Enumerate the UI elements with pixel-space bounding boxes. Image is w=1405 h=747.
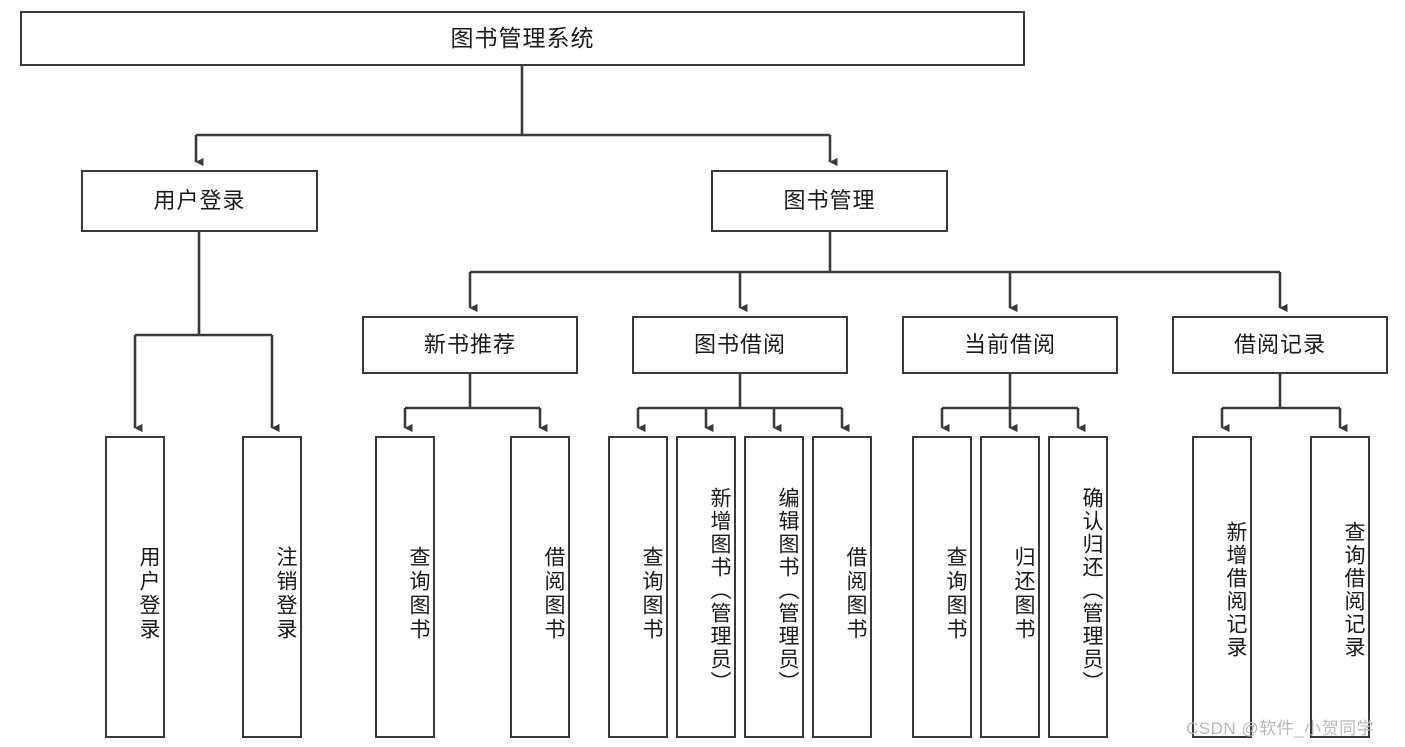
node-current-borrow[interactable]: 当前借阅	[902, 316, 1118, 374]
leaf-current-query-book[interactable]: 查询图书	[912, 436, 972, 738]
leaf-borrow-edit-book-admin[interactable]: 编辑图书（管理员）	[744, 436, 804, 738]
leaf-recommend-borrow-book[interactable]: 借阅图书	[510, 436, 570, 738]
leaf-borrow-add-book-admin[interactable]: 新增图书（管理员）	[676, 436, 736, 738]
node-new-book-recommend[interactable]: 新书推荐	[362, 316, 578, 374]
node-user-login[interactable]: 用户登录	[81, 170, 318, 232]
leaf-current-confirm-return-admin[interactable]: 确认归还（管理员）	[1048, 436, 1108, 738]
leaf-record-add-borrow-record[interactable]: 新增借阅记录	[1192, 436, 1252, 738]
leaf-record-query-borrow-record[interactable]: 查询借阅记录	[1310, 436, 1370, 738]
node-book-management[interactable]: 图书管理	[711, 170, 948, 232]
node-borrow-record[interactable]: 借阅记录	[1172, 316, 1388, 374]
leaf-borrow-borrow-book[interactable]: 借阅图书	[812, 436, 872, 738]
leaf-current-return-book[interactable]: 归还图书	[980, 436, 1040, 738]
node-book-borrow[interactable]: 图书借阅	[632, 316, 848, 374]
csdn-watermark: CSDN @软件_小贺同学	[1186, 719, 1375, 738]
leaf-user-logout[interactable]: 注销登录	[242, 436, 302, 738]
leaf-borrow-query-book[interactable]: 查询图书	[608, 436, 668, 738]
leaf-recommend-query-book[interactable]: 查询图书	[375, 436, 435, 738]
node-root-system[interactable]: 图书管理系统	[20, 11, 1025, 66]
leaf-user-login[interactable]: 用户登录	[105, 436, 165, 738]
